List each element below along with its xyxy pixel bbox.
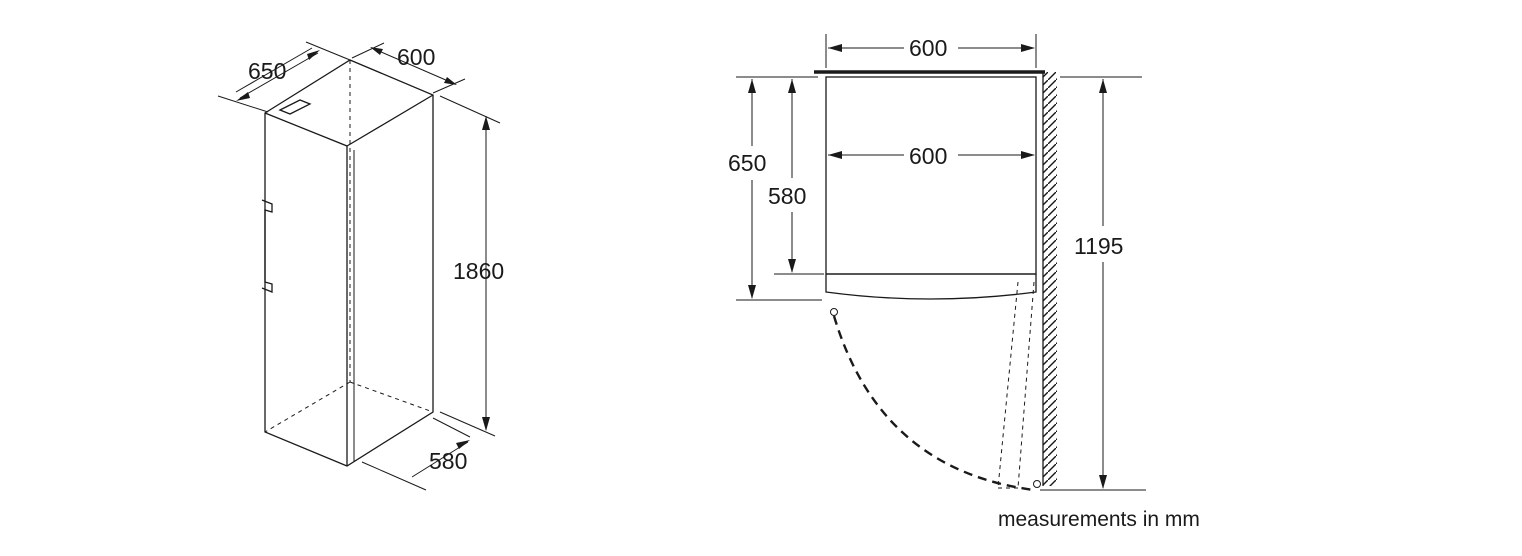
appliance-body bbox=[825, 76, 1037, 316]
dimension-height-1860: 1860 bbox=[439, 95, 504, 437]
dimension-door-open-1195: 1195 bbox=[1040, 76, 1146, 491]
dimension-width-600: 600 bbox=[351, 42, 466, 94]
door-swing bbox=[832, 281, 1041, 492]
inner-width-label: 600 bbox=[909, 143, 947, 169]
top-hinge bbox=[278, 99, 312, 115]
top-view: 600 600 650 580 bbox=[728, 34, 1200, 531]
outer-width-label: 600 bbox=[909, 35, 947, 61]
dimension-total-depth-650: 650 bbox=[728, 76, 822, 301]
total-depth-label: 650 bbox=[728, 150, 766, 176]
dimension-body-depth-580: 580 bbox=[768, 79, 824, 275]
dimension-inner-width-600: 600 bbox=[828, 143, 1035, 169]
width-label: 600 bbox=[397, 44, 435, 70]
body-depth-label: 580 bbox=[768, 183, 806, 209]
dimension-outer-width-600: 600 bbox=[825, 34, 1037, 68]
depth-label: 650 bbox=[248, 58, 286, 84]
dimension-depth-650: 650 bbox=[217, 41, 351, 113]
bottom-depth-label: 580 bbox=[429, 448, 467, 474]
units-footnote: measurements in mm bbox=[998, 508, 1200, 531]
perspective-view: 650 600 1860 580 bbox=[217, 41, 504, 491]
cabinet-outline bbox=[264, 59, 434, 467]
wall bbox=[814, 70, 1057, 486]
door-open-depth-label: 1195 bbox=[1074, 233, 1123, 259]
dimension-bottom-depth-580: 580 bbox=[361, 417, 471, 491]
height-label: 1860 bbox=[453, 258, 504, 284]
door-handle bbox=[261, 199, 273, 293]
